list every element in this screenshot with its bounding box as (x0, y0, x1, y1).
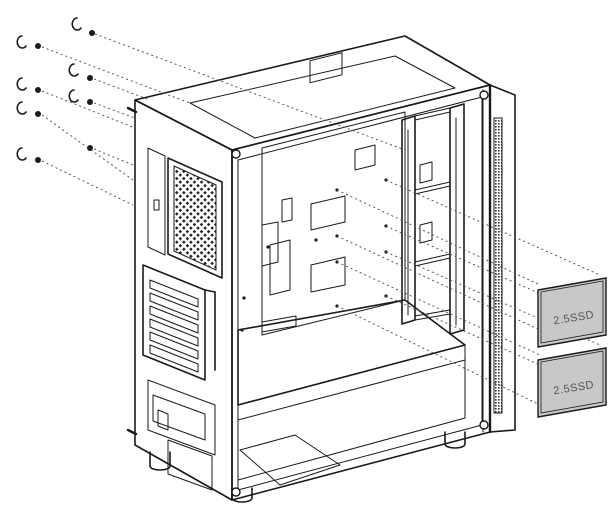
corner-screws (231, 90, 489, 497)
screw-icon (35, 157, 41, 163)
screw-icon (89, 30, 95, 36)
screw-guide-lines (41, 33, 406, 206)
screw-set (16, 17, 95, 163)
drive-cage (401, 103, 465, 335)
washer-icon (16, 101, 27, 115)
washer-icon (71, 17, 82, 31)
bottom-mesh (167, 434, 341, 491)
screw-icon (87, 75, 93, 81)
screw-icon (35, 87, 41, 93)
washer-icon (16, 147, 27, 161)
washer-icon (68, 89, 79, 103)
ssd-drive-1: 2.5SSD (537, 277, 607, 348)
case-feet (149, 431, 466, 503)
rear-fan-mesh (167, 157, 223, 279)
psu-bay (147, 379, 216, 456)
pc-case (126, 35, 516, 503)
expansion-slots (142, 264, 216, 381)
screw-icon (35, 43, 41, 49)
ssd-drive-2: 2.5SSD (537, 347, 607, 418)
washer-icon (68, 63, 79, 77)
front-vent-strip (493, 117, 503, 414)
psu-shroud (237, 299, 466, 481)
washer-icon (16, 77, 27, 91)
washer-icon (16, 35, 27, 49)
screw-icon (35, 111, 41, 117)
screw-icon (87, 99, 93, 105)
screw-icon (87, 145, 93, 151)
